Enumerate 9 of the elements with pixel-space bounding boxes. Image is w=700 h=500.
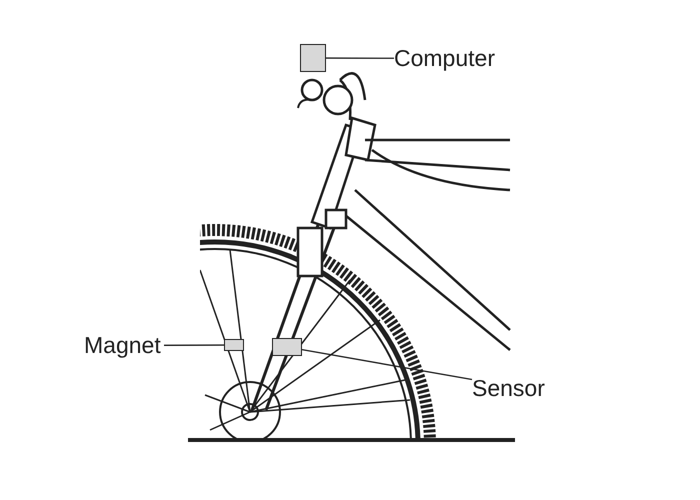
leader-line	[302, 349, 472, 380]
part-label: Magnet	[84, 332, 164, 359]
part-marker	[224, 339, 244, 351]
part-label: Computer	[394, 45, 528, 72]
leader-line	[326, 57, 394, 59]
part-marker	[300, 44, 326, 72]
part-marker	[272, 338, 302, 356]
part-label: Sensor	[472, 375, 574, 402]
leader-line	[164, 344, 224, 346]
